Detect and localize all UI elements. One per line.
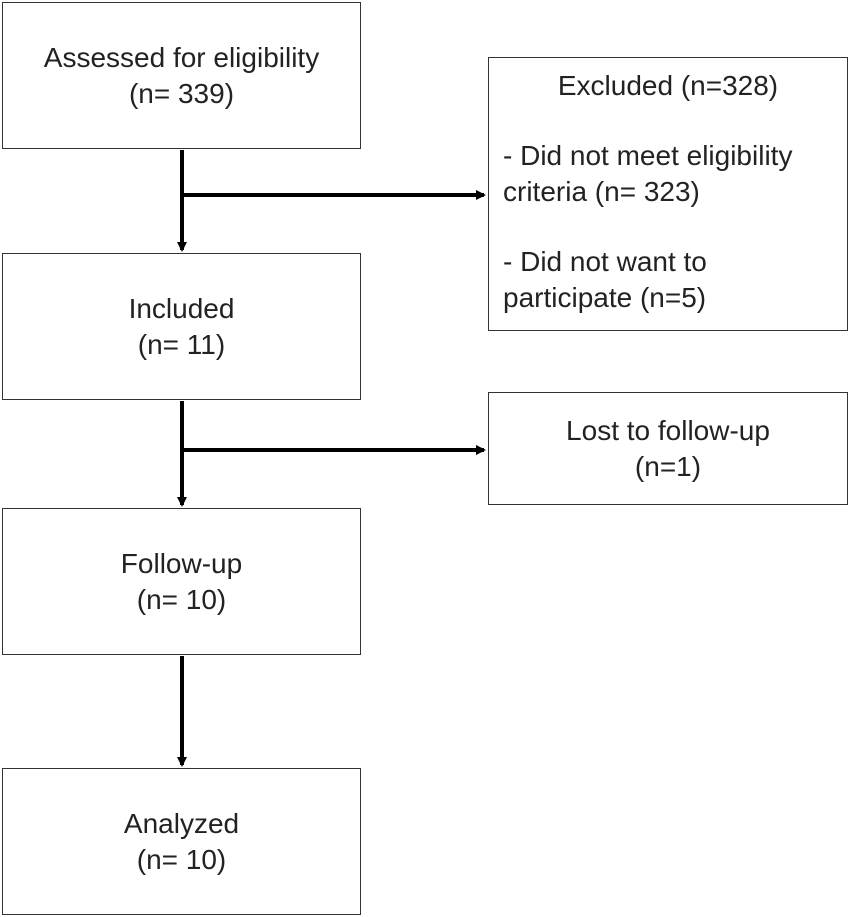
lost-label: Lost to follow-up — [566, 414, 770, 446]
assessed-box: Assessed for eligibility (n= 339) — [2, 2, 361, 149]
excluded-reason-line: - Did not want to — [503, 246, 707, 277]
excluded-reason-line: participate (n=5) — [503, 282, 707, 313]
excluded-reason-line: - Did not meet eligibility — [503, 140, 793, 171]
followup-label: Follow-up — [120, 547, 243, 579]
analyzed-label: Analyzed — [123, 807, 240, 839]
lost-count: (n=1) — [634, 450, 702, 482]
analyzed-box: Analyzed (n= 10) — [2, 768, 361, 915]
lost-to-followup-box: Lost to follow-up (n=1) — [488, 392, 848, 505]
excluded-reason-eligibility: - Did not meet eligibility criteria (n= … — [503, 138, 847, 210]
followup-box: Follow-up (n= 10) — [2, 508, 361, 655]
assessed-label: Assessed for eligibility — [43, 41, 320, 73]
analyzed-count: (n= 10) — [136, 843, 227, 875]
included-count: (n= 11) — [137, 328, 226, 360]
included-box: Included (n= 11) — [2, 253, 361, 400]
excluded-reason-declined: - Did not want to participate (n=5) — [503, 244, 847, 316]
included-label: Included — [128, 292, 235, 324]
followup-count: (n= 10) — [136, 583, 227, 615]
excluded-box: Excluded (n=328) - Did not meet eligibil… — [488, 57, 848, 331]
assessed-count: (n= 339) — [128, 77, 235, 109]
excluded-reason-line: criteria (n= 323) — [503, 176, 700, 207]
excluded-title: Excluded (n=328) — [557, 70, 779, 101]
